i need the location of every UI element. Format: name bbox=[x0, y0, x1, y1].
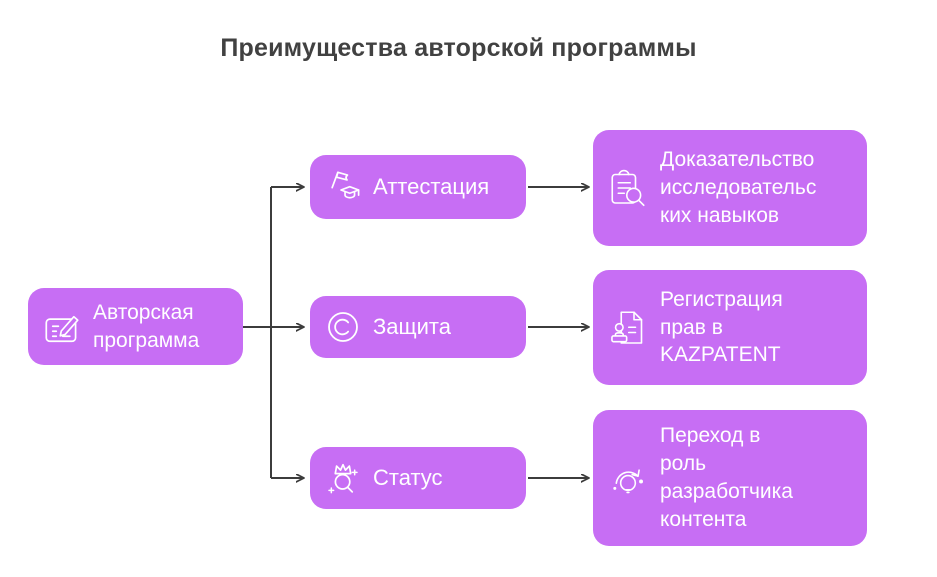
node-kazpatent-registration: Регистрация прав в KAZPATENT bbox=[593, 270, 867, 385]
diagram-title: Преимущества авторской программы bbox=[220, 34, 697, 62]
flag-graduation-icon bbox=[324, 168, 362, 206]
node-author-program: Авторская программа bbox=[28, 288, 243, 365]
node-label: Аттестация bbox=[373, 174, 490, 200]
node-label: Переход в роль разработчика контента bbox=[660, 424, 793, 531]
copyright-icon bbox=[324, 308, 362, 346]
node-label: Статус bbox=[373, 465, 443, 491]
node-attestation: Аттестация bbox=[310, 155, 526, 219]
node-label: Регистрация прав в KAZPATENT bbox=[660, 287, 783, 367]
node-content-developer-role: Переход в роль разработчика контента bbox=[593, 410, 867, 546]
node-label: Защита bbox=[373, 314, 451, 340]
node-label: Доказательство исследовательс ких навыко… bbox=[660, 148, 817, 227]
node-research-skills-proof: Доказательство исследовательс ких навыко… bbox=[593, 130, 867, 246]
form-edit-icon bbox=[42, 307, 82, 347]
node-status: Статус bbox=[310, 447, 526, 509]
node-label: Авторская программа bbox=[93, 300, 200, 352]
idea-transition-icon bbox=[607, 457, 649, 499]
clipboard-search-icon bbox=[607, 167, 649, 209]
document-stamp-icon bbox=[607, 307, 649, 349]
node-protection: Защита bbox=[310, 296, 526, 358]
crown-status-icon bbox=[324, 459, 362, 497]
